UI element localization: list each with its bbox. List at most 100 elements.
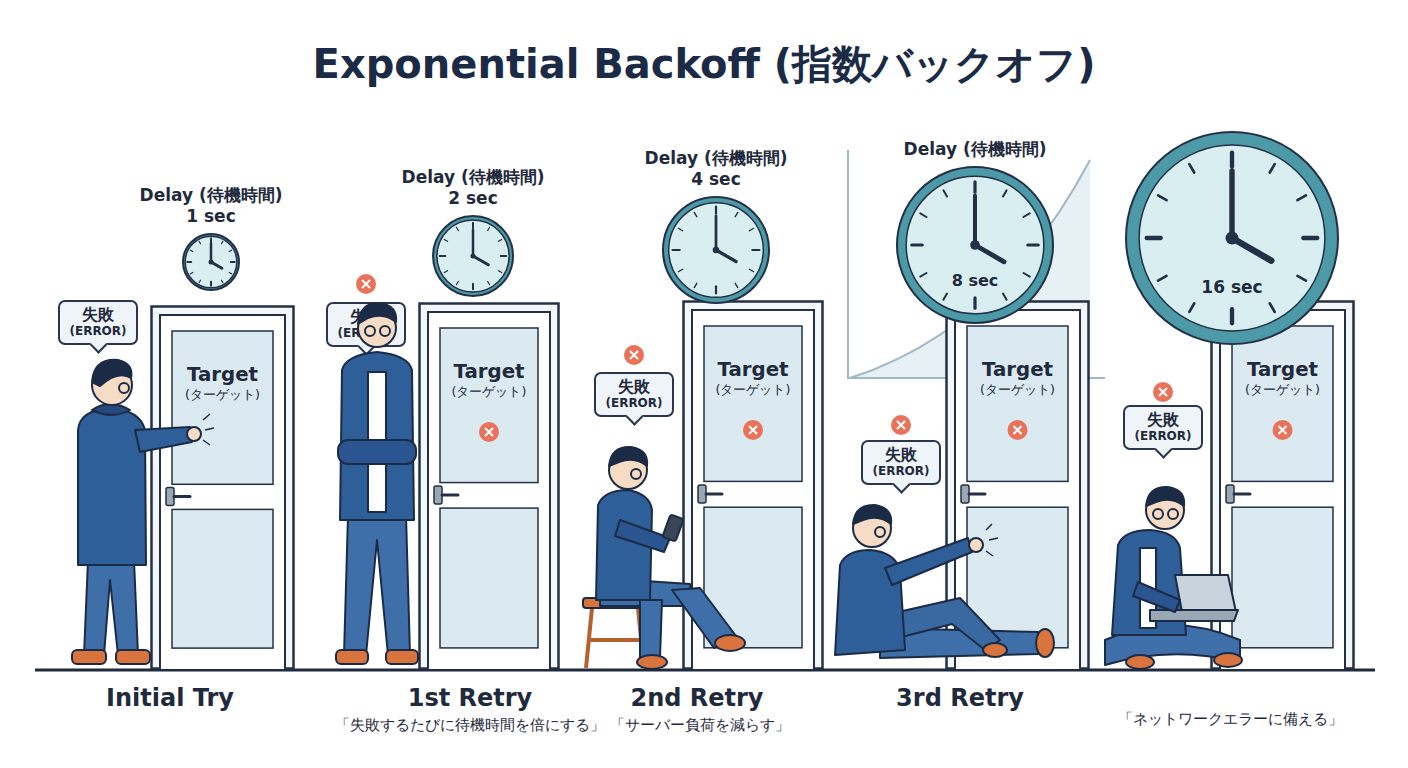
clock-tick — [222, 280, 223, 282]
door-label: Target(ターゲット) — [1210, 358, 1355, 397]
door-shape — [150, 305, 295, 670]
clock-dial — [437, 220, 509, 292]
door-label: Target(ターゲット) — [150, 363, 295, 402]
clock-tick — [1158, 276, 1166, 281]
person-on-stool — [631, 469, 641, 479]
step-name: Initial Try — [106, 684, 234, 713]
error-mark — [1153, 382, 1173, 402]
clock-node: 16 sec — [1124, 130, 1340, 346]
person-with-laptop — [1153, 509, 1163, 519]
error-mark — [1014, 426, 1022, 434]
error-mark — [479, 422, 499, 442]
door-node: Target(ターゲット) — [418, 302, 560, 670]
clock-tick — [694, 212, 696, 216]
person-arms-crossed — [336, 650, 368, 664]
target-text: Target — [1210, 358, 1355, 382]
clock-face — [431, 214, 515, 298]
clock-tick — [973, 298, 976, 308]
clock-tick — [472, 284, 474, 289]
clock-tick — [210, 238, 212, 242]
speech-bubble: 失敗(ERROR) — [326, 302, 405, 347]
target-text: Target — [682, 358, 824, 382]
error-subtext: (ERROR) — [605, 396, 662, 410]
target-text: Target — [418, 360, 560, 384]
door-panel — [1232, 507, 1333, 648]
door-panel — [1232, 326, 1333, 481]
error-mark — [897, 421, 905, 429]
error-subtext: (ERROR) — [337, 326, 394, 340]
target-text: Target — [945, 358, 1090, 382]
error-mark — [1279, 426, 1287, 434]
delay-text: 4 sec — [645, 169, 788, 189]
clock-rim — [433, 216, 513, 296]
clock-tick — [715, 286, 717, 293]
person-on-floor — [835, 505, 1054, 658]
person-on-stool — [609, 447, 647, 466]
step-label: 「サーバー負荷を減らす」 — [610, 716, 790, 734]
minute-hand — [472, 230, 475, 256]
step-label: 3rd Retry — [896, 684, 1024, 713]
clock-tick — [1003, 293, 1007, 299]
door-label: Target(ターゲット) — [945, 358, 1090, 397]
person-on-stool — [586, 608, 644, 668]
person-knocking — [84, 560, 138, 655]
clock-tick — [488, 281, 490, 284]
clock-tick — [1297, 195, 1305, 200]
delay-label: Delay (待機時間) — [904, 139, 1047, 159]
person-arms-crossed — [340, 352, 414, 520]
person-knocking — [187, 427, 201, 441]
clock-tick — [1023, 273, 1029, 277]
error-mark — [630, 351, 638, 359]
person-with-laptop — [1133, 582, 1180, 612]
person-knocking — [92, 365, 132, 405]
clock-tick — [920, 213, 926, 217]
clock-tick — [752, 249, 759, 251]
error-text: 失敗 — [605, 377, 662, 396]
minute-hand — [210, 243, 213, 262]
door-node: Target(ターゲット) — [682, 300, 824, 670]
clock-tick — [678, 269, 682, 271]
clock-tick — [943, 190, 947, 196]
clock-tick — [749, 228, 753, 230]
hour-hand — [1232, 238, 1271, 261]
clock-tick — [444, 271, 447, 273]
person-knocking — [135, 427, 192, 452]
clock-tick — [187, 261, 191, 263]
hour-hand — [473, 256, 488, 265]
step-name: 1st Retry — [408, 684, 533, 713]
target-subtext: (ターゲット) — [945, 382, 1090, 397]
person-arms-crossed — [365, 326, 375, 336]
door-panel — [172, 509, 273, 648]
person-on-floor — [969, 538, 983, 552]
person-on-floor — [986, 524, 998, 556]
minute-hand — [973, 195, 977, 245]
person-arms-crossed — [380, 326, 390, 336]
door-panel — [967, 507, 1068, 648]
person-knocking — [92, 360, 131, 386]
speech-bubble: 失敗(ERROR) — [58, 300, 137, 345]
clock-tick — [715, 207, 717, 214]
person-on-stool — [596, 490, 652, 600]
error-text: 失敗 — [337, 307, 394, 326]
door-node: Target(ターゲット) — [150, 305, 295, 670]
clock-tick — [501, 255, 506, 257]
clock-face — [895, 165, 1055, 325]
door-shape — [1210, 300, 1355, 670]
clock-tick — [694, 283, 696, 287]
speech-bubble: 失敗(ERROR) — [1123, 405, 1202, 450]
clock-tick — [1230, 153, 1234, 167]
clock-node: Delay (待機時間)1 sec — [181, 232, 241, 292]
target-subtext: (ターゲット) — [682, 382, 824, 397]
person-on-stool — [672, 588, 736, 648]
error-text: 失敗 — [69, 305, 126, 324]
door-handle — [174, 495, 190, 498]
person-knocking — [203, 414, 214, 445]
clock-tick — [199, 241, 200, 243]
speech-bubble: 失敗(ERROR) — [861, 440, 940, 485]
delay-text: Delay (待機時間) — [645, 148, 788, 168]
clock-tick — [1003, 190, 1007, 196]
person-with-laptop — [1150, 610, 1238, 621]
clock-dial — [1139, 145, 1325, 331]
target-subtext: (ターゲット) — [418, 384, 560, 399]
